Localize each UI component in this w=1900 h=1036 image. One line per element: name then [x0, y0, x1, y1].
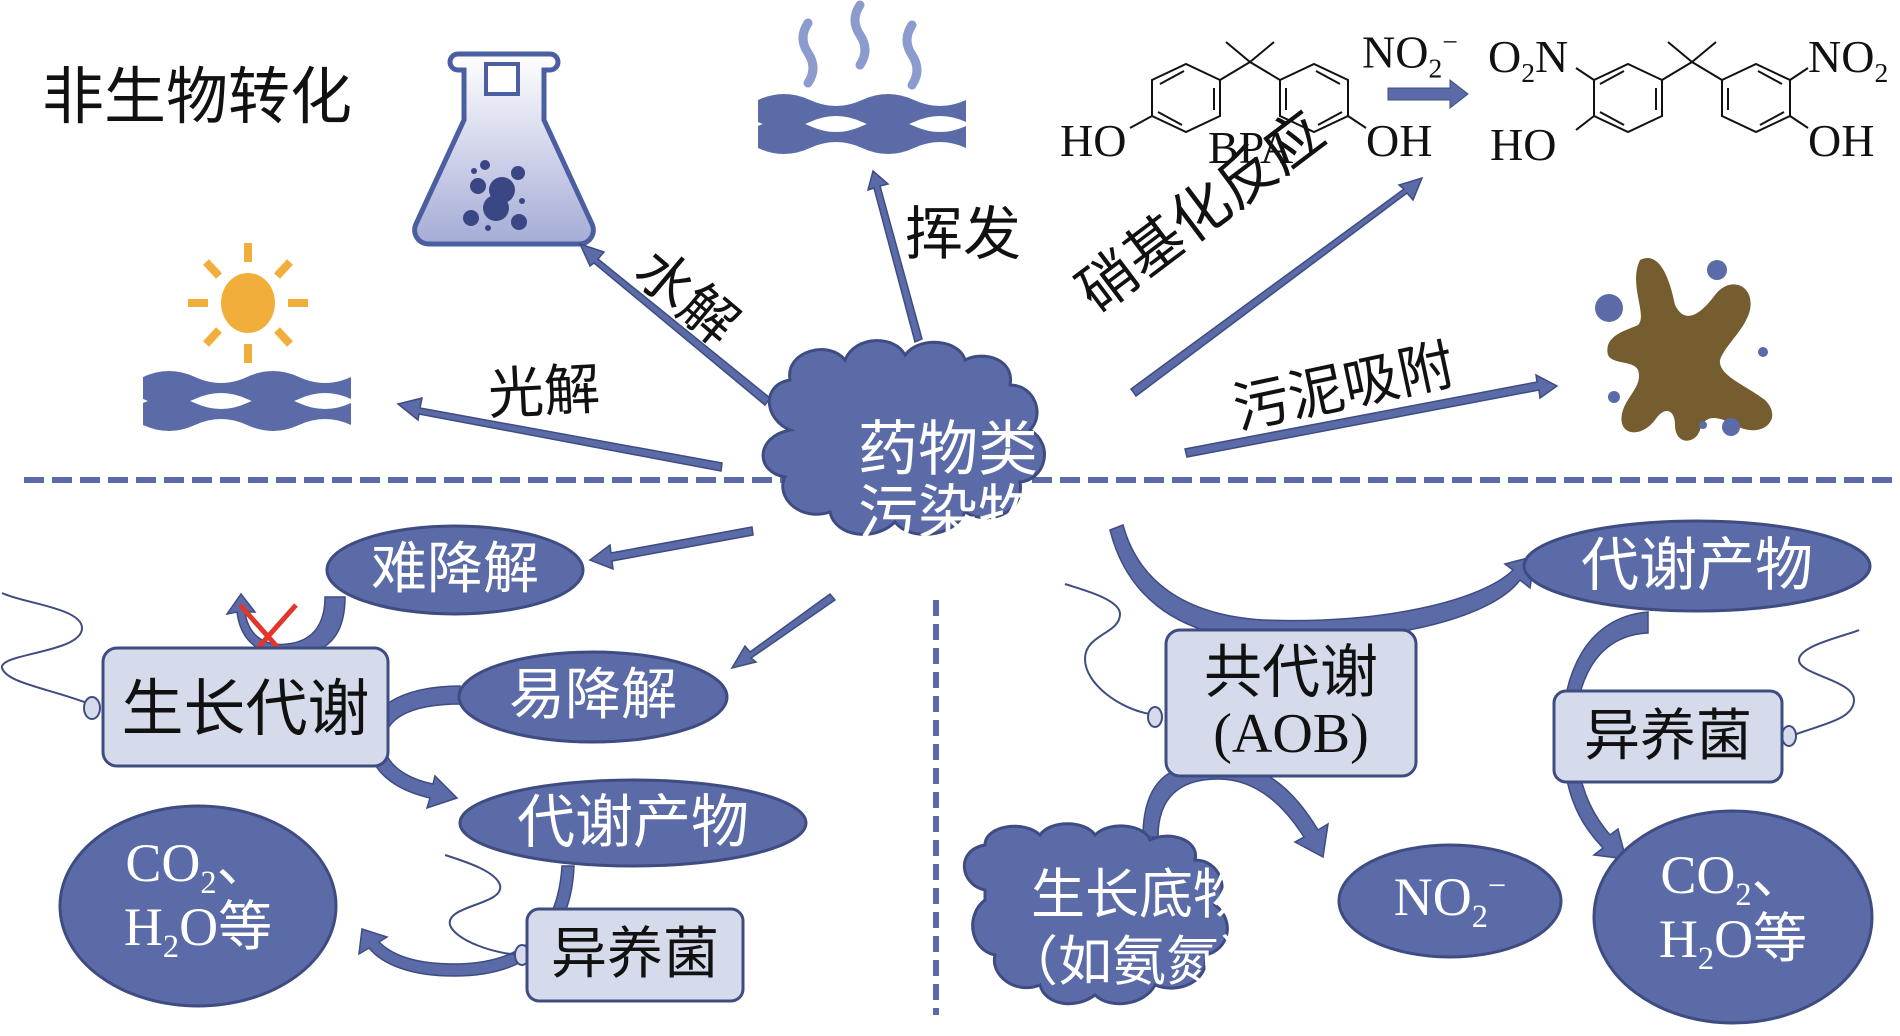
right-co2-tail: 、 [1751, 845, 1806, 905]
to-easy-degradable-arrow [730, 592, 837, 670]
hard-degradable-node [325, 524, 585, 616]
photolysis-arrow [396, 396, 723, 472]
right-heterotroph-box [1552, 689, 1784, 784]
o2n-main: O [1488, 31, 1522, 82]
left-metabolite-node [458, 778, 808, 868]
left-h2o-main: H [123, 897, 163, 957]
cometabolism-label-line1: 共代谢 [1203, 638, 1378, 706]
growth-substrate-cloud [962, 822, 1229, 1006]
right-hetero-knob [1781, 725, 1797, 747]
center-pollutant-cloud [761, 339, 1046, 536]
right-co2-node [1592, 809, 1874, 1025]
growth-bacteria-knob [83, 696, 101, 720]
hydrolysis-arrow [578, 242, 772, 407]
growth-metabolism-box [101, 646, 390, 768]
center-label-line2: 污染物 [858, 479, 1038, 549]
left-heterotroph-box [525, 907, 745, 1003]
sludge-adsorption-arrow [1184, 373, 1559, 458]
right-co2-sub: 2 [1735, 876, 1752, 913]
o2n-tail: N [1535, 31, 1569, 82]
right-metabolite-to-co2-arrow [1561, 611, 1649, 860]
nitrite-label: NO2− [1339, 870, 1561, 933]
left-co2-line2: H2O等 [60, 900, 336, 963]
growth-bacteria-tail [1, 592, 88, 704]
left-metabolite-label: 代谢产物 [516, 788, 749, 856]
left-h2o-sub: 2 [162, 928, 180, 965]
bpa-right-oh: OH [1366, 115, 1433, 166]
no2-main: NO [1808, 31, 1875, 82]
cometabolism-box [1164, 628, 1418, 778]
nitrite-main: NO [1393, 867, 1472, 927]
flask-icon [412, 51, 596, 247]
volatilization-arrow [866, 169, 923, 344]
product-no2: NO2 [1808, 34, 1888, 87]
photolysis-label: 光解 [486, 357, 602, 428]
nitrite-node [1337, 843, 1563, 959]
left-co2-main: CO [125, 833, 201, 893]
sun-icon [188, 243, 308, 363]
easy-degradable-label: 易降解 [509, 663, 677, 728]
reagent-sub: 2 [1428, 52, 1443, 84]
left-co2-line1: CO2、 [60, 836, 336, 899]
product-right-oh: OH [1808, 115, 1875, 166]
nitrite-sub: 2 [1471, 898, 1488, 935]
product-left-ho: HO [1490, 119, 1557, 170]
reagent-nitrite: NO2− [1362, 28, 1458, 82]
right-hetero-bacteria-tail [1793, 629, 1860, 736]
left-co2-tail: 、 [216, 833, 271, 893]
cometab-bacteria-tail [1064, 583, 1151, 715]
left-h2o-tail: O等 [179, 897, 273, 957]
left-co2-sub: 2 [200, 864, 217, 901]
right-metabolite-node [1522, 519, 1872, 613]
nitrite-sup: − [1487, 868, 1507, 904]
water-waves-icon [143, 371, 351, 431]
nitro-bpa-structure [1575, 41, 1809, 134]
right-h2o-sub: 2 [1697, 940, 1715, 977]
nitration-arrow [1387, 78, 1469, 110]
left-heterotroph-label: 异养菌 [551, 922, 719, 987]
cometabolism-label-line2: (AOB) [1213, 703, 1369, 765]
bpa-structure [1129, 41, 1367, 134]
volatilization-label: 挥发 [905, 200, 1022, 268]
right-co2-line1: CO2、 [1594, 848, 1872, 911]
easy-degradable-node [457, 650, 729, 744]
hard-degradable-label: 难降解 [371, 537, 539, 602]
substrate-label-line2: （如氨氮） [1004, 930, 1274, 993]
bpa-label: BPA [1208, 122, 1294, 173]
to-hard-degradable-arrow [588, 526, 754, 571]
right-h2o-main: H [1658, 909, 1698, 969]
left-co2-node [58, 804, 338, 1008]
right-h2o-tail: O等 [1714, 909, 1808, 969]
bpa-left-oh: HO [1060, 115, 1127, 166]
steam-water-icon [758, 0, 966, 154]
sludge-splash-icon [1595, 258, 1773, 441]
cometab-knob [1147, 706, 1163, 728]
center-label-line1: 药物类 [858, 415, 1038, 485]
nitration-pathway-arrow [1129, 176, 1424, 398]
substrate-label-line1: 生长底物 [1031, 863, 1247, 926]
section-title: 非生物转化 [42, 60, 353, 133]
right-heterotroph-label: 异养菌 [1584, 704, 1752, 769]
right-metabolite-label: 代谢产物 [1580, 531, 1813, 599]
cloud-to-right-metabolite-arrow [1109, 524, 1536, 642]
right-co2-line2: H2O等 [1594, 912, 1872, 975]
reagent-sup: − [1442, 26, 1458, 57]
growth-metabolism-label: 生长代谢 [121, 672, 370, 745]
right-co2-main: CO [1660, 845, 1736, 905]
product-o2n: O2N [1488, 34, 1568, 87]
left-hetero-bacteria-tail [444, 854, 526, 956]
no2-sub: 2 [1874, 57, 1889, 89]
o2n-sub: 2 [1521, 57, 1536, 89]
reagent-main: NO [1362, 26, 1429, 78]
